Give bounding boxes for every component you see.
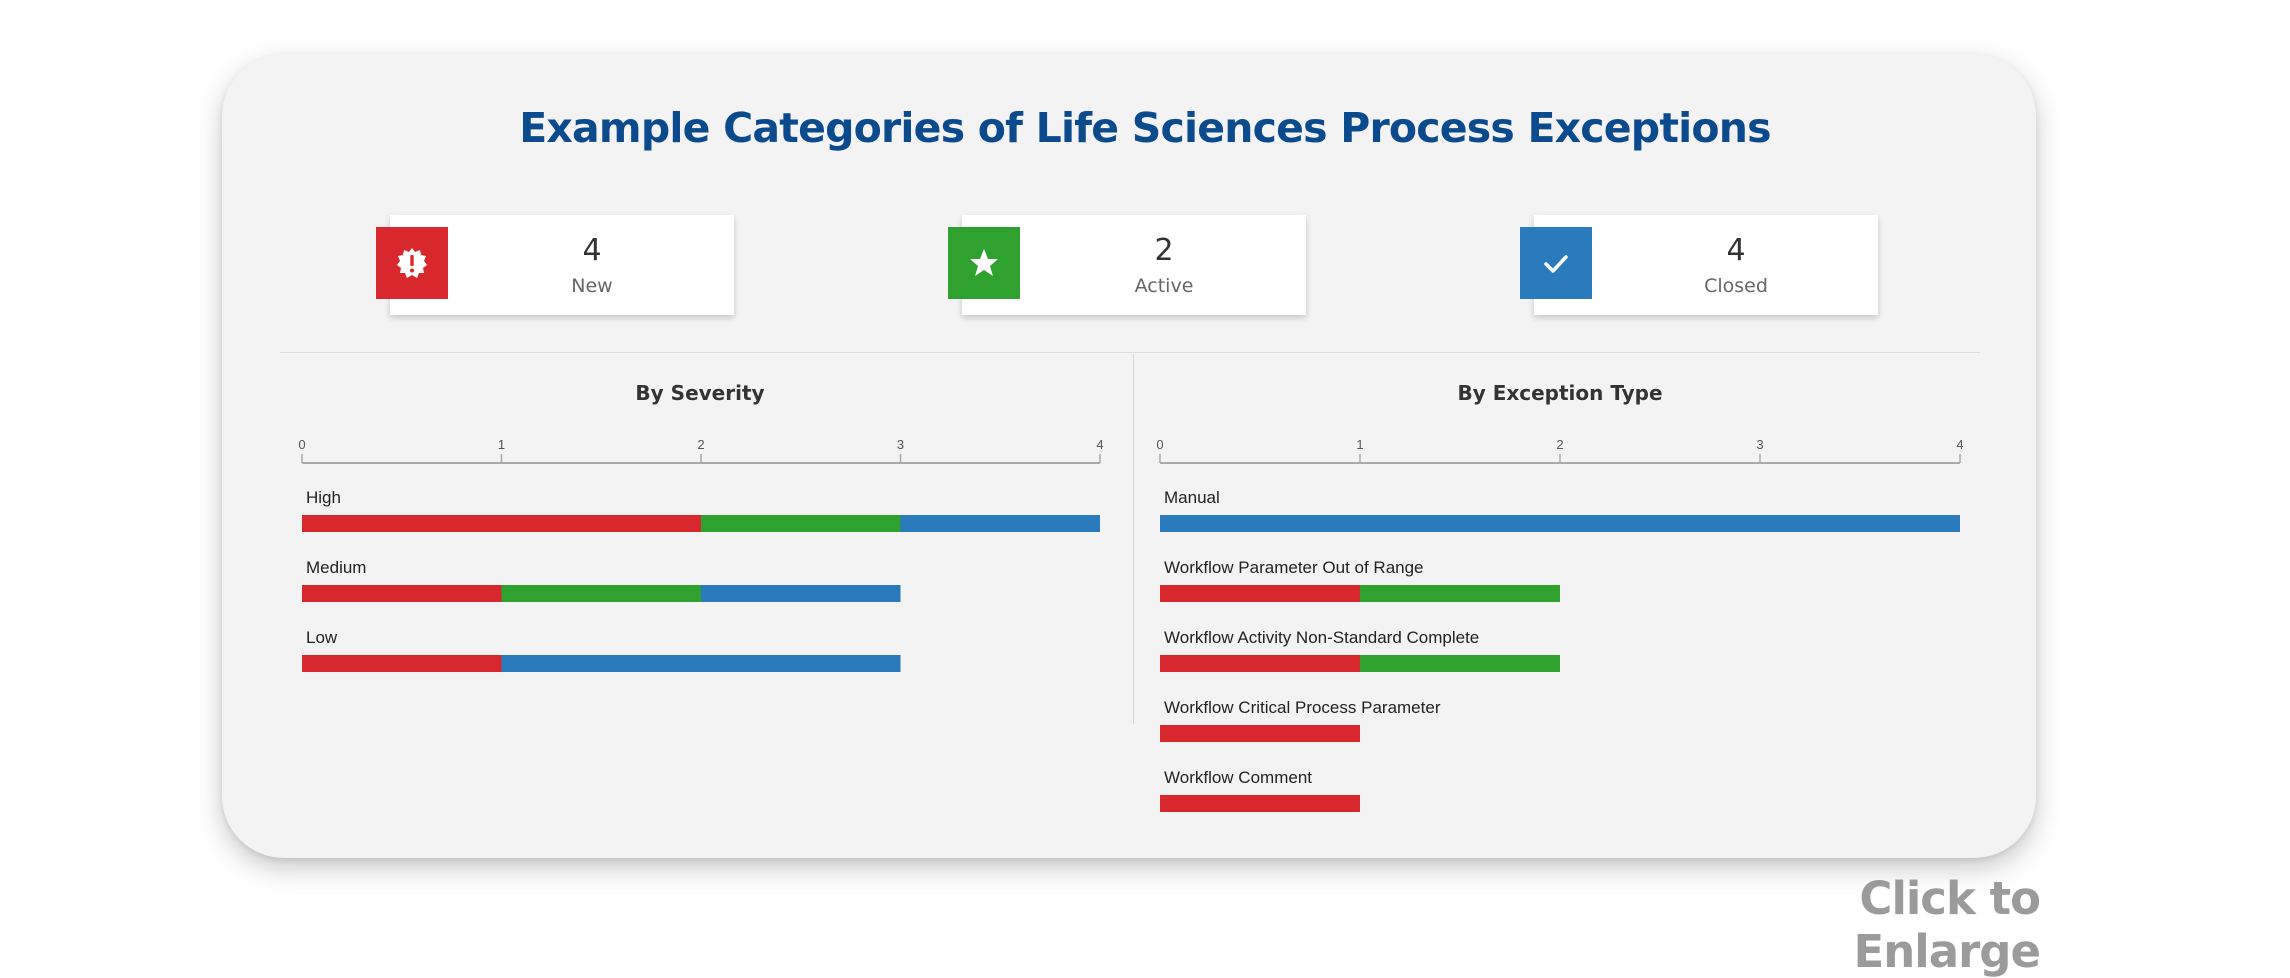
- x-tick-label: 3: [897, 437, 904, 452]
- stat-card-closed: 4 Closed: [1520, 215, 1878, 315]
- star-icon: [948, 227, 1020, 299]
- bar-segment-active: [1360, 585, 1560, 602]
- bar-segment-new: [1160, 795, 1360, 812]
- category-label: Workflow Activity Non-Standard Complete: [1164, 628, 1479, 647]
- stat-new-label: New: [571, 275, 613, 297]
- x-tick-label: 2: [1556, 437, 1563, 452]
- x-tick-label: 0: [298, 437, 305, 452]
- stat-active-count: 2: [1154, 233, 1174, 268]
- stat-card-new: 4 New: [376, 215, 734, 315]
- x-tick-label: 4: [1096, 437, 1103, 452]
- category-label: Manual: [1164, 488, 1220, 507]
- bar-segment-new: [1160, 585, 1360, 602]
- click-to-enlarge-link[interactable]: Click to Enlarge: [1853, 872, 2042, 978]
- check-icon: [1520, 227, 1592, 299]
- bar-segment-new: [1160, 655, 1360, 672]
- alert-badge-icon: [376, 227, 448, 299]
- x-tick-label: 4: [1956, 437, 1963, 452]
- stat-closed-label: Closed: [1704, 275, 1768, 297]
- bar-segment-new: [302, 585, 502, 602]
- x-tick-label: 0: [1156, 437, 1163, 452]
- stat-card-active: 2 Active: [948, 215, 1306, 315]
- category-label: Workflow Comment: [1164, 768, 1312, 787]
- severity-chart-title: By Severity: [635, 381, 765, 405]
- x-tick-label: 2: [697, 437, 704, 452]
- bar-segment-active: [701, 515, 901, 532]
- category-label: Workflow Critical Process Parameter: [1164, 698, 1441, 717]
- section-divider: [280, 352, 1980, 353]
- stat-active-label: Active: [1134, 275, 1194, 297]
- stat-closed-count: 4: [1726, 233, 1746, 268]
- x-tick-label: 3: [1756, 437, 1763, 452]
- category-label: Low: [306, 628, 338, 647]
- x-tick-label: 1: [1356, 437, 1363, 452]
- category-label: High: [306, 488, 341, 507]
- dashboard-card[interactable]: [222, 54, 2036, 858]
- exception-type-chart-title: By Exception Type: [1457, 381, 1663, 405]
- category-label: Workflow Parameter Out of Range: [1164, 558, 1424, 577]
- chart-divider: [1133, 354, 1134, 724]
- bar-segment-active: [1360, 655, 1560, 672]
- bar-segment-active: [501, 585, 701, 602]
- bar-segment-closed: [900, 515, 1100, 532]
- page-title: Example Categories of Life Sciences Proc…: [519, 104, 1771, 152]
- x-tick-label: 1: [498, 437, 505, 452]
- bar-segment-new: [302, 515, 701, 532]
- bar-segment-closed: [501, 655, 901, 672]
- bar-segment-closed: [1160, 515, 1960, 532]
- stat-new-count: 4: [582, 233, 602, 268]
- bar-segment-new: [1160, 725, 1360, 742]
- bar-segment-new: [302, 655, 502, 672]
- bar-segment-closed: [701, 585, 901, 602]
- category-label: Medium: [306, 558, 366, 577]
